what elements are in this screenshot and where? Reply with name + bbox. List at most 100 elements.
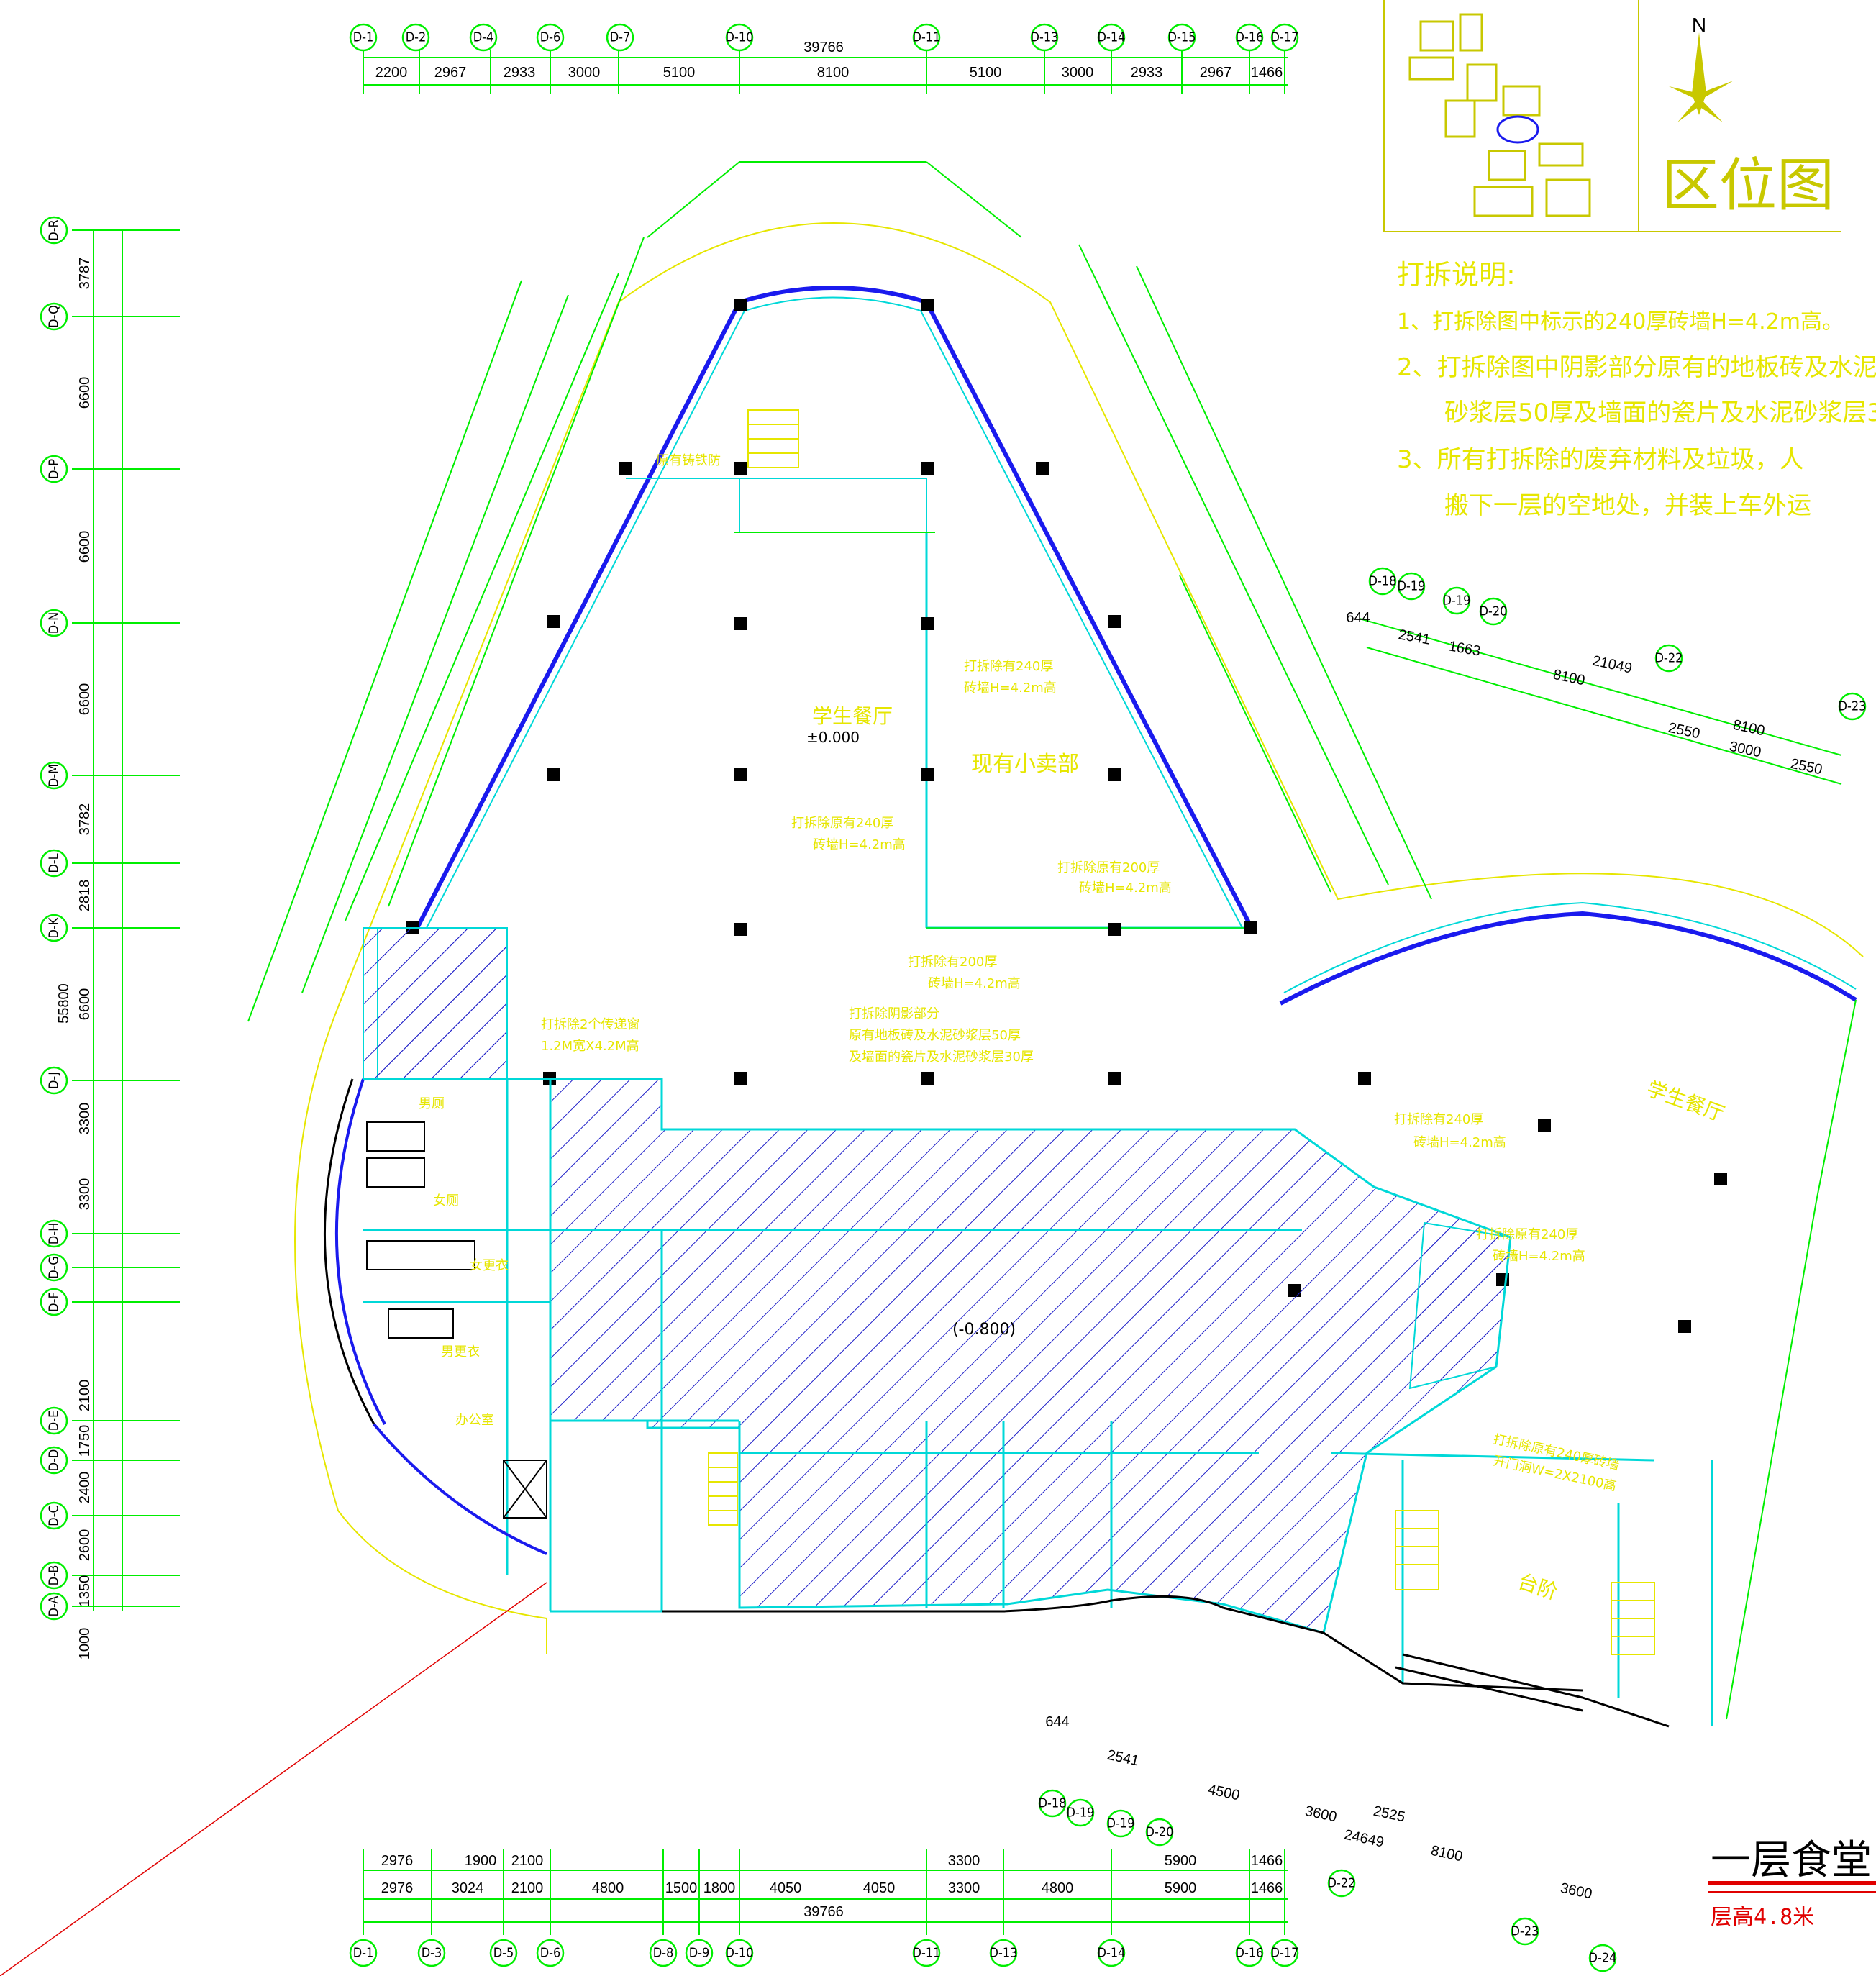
svg-text:D-G: D-G [47, 1256, 62, 1279]
axis-bubble: D-8 [649, 1939, 678, 1967]
svg-text:砖墙H=4.2m高: 砖墙H=4.2m高 [813, 837, 906, 852]
svg-text:3600: 3600 [1559, 1880, 1593, 1903]
axis-bubble: D-10 [726, 1939, 754, 1967]
room-changing-f: 女更衣 [470, 1258, 509, 1273]
svg-text:2600: 2600 [77, 1529, 93, 1562]
svg-text:打拆除有240厚: 打拆除有240厚 [964, 659, 1053, 674]
svg-text:D-23: D-23 [1839, 699, 1867, 714]
column [1108, 1072, 1121, 1085]
north-arrow-icon: N [1669, 14, 1734, 122]
location-map-title: 区位图 [1662, 152, 1834, 219]
svg-text:D-10: D-10 [726, 1946, 754, 1961]
axis-bubble: D-14 [1098, 23, 1125, 52]
svg-text:21049: 21049 [1591, 653, 1634, 677]
floor-height: 层高4.8米 [1711, 1905, 1814, 1930]
top-dim: 2967 [434, 65, 467, 81]
svg-text:D-24: D-24 [1589, 1951, 1617, 1966]
column [921, 462, 934, 475]
svg-text:D-20: D-20 [1146, 1825, 1174, 1840]
svg-text:2976: 2976 [381, 1853, 414, 1869]
column [734, 462, 747, 475]
note-line: 1、打拆除图中标示的240厚砖墙H=4.2m高。 [1397, 309, 1844, 334]
svg-text:D-13: D-13 [990, 1946, 1018, 1961]
svg-text:D-19: D-19 [1067, 1806, 1095, 1821]
bottom-total: 39766 [803, 1904, 844, 1920]
axis-bubble: D-R [40, 216, 68, 245]
left-bottom: 1000 [77, 1628, 93, 1660]
svg-text:4800: 4800 [592, 1880, 624, 1896]
left-total: 55800 [56, 983, 72, 1024]
axis-bubble: D-1 [349, 23, 378, 52]
axis-bubble: D-1 [349, 1939, 378, 1967]
column [1108, 768, 1121, 781]
svg-text:D-22: D-22 [1655, 651, 1683, 666]
axis-bubble: D-11 [913, 1939, 941, 1967]
location-map-panel: N 区位图 [1383, 0, 1841, 232]
axis-bubble: D-M [40, 761, 68, 790]
svg-text:2541: 2541 [1397, 627, 1431, 647]
top-dim: 2967 [1200, 65, 1232, 81]
left-dims: 3787 6600 6600 6600 3782 2818 6600 3300 … [56, 258, 93, 1660]
svg-text:D-1: D-1 [353, 30, 374, 45]
svg-text:D-10: D-10 [726, 30, 754, 45]
axis-bubble: D-Q [40, 302, 68, 331]
column [547, 768, 560, 781]
svg-text:4800: 4800 [1042, 1880, 1074, 1896]
axis-bubble: D-7 [606, 23, 634, 52]
svg-text:打拆除阴影部分: 打拆除阴影部分 [849, 1006, 939, 1021]
svg-text:D-D: D-D [47, 1449, 62, 1472]
svg-text:D-6: D-6 [540, 1946, 561, 1961]
room-steps: 台阶 [1515, 1570, 1560, 1605]
svg-text:6600: 6600 [77, 988, 93, 1021]
top-dim: 1466 [1251, 65, 1283, 81]
column [921, 1072, 934, 1085]
axis-bubble: D-17 [1271, 23, 1298, 52]
axis-bubble: D-11 [913, 23, 940, 52]
svg-text:D-18: D-18 [1369, 574, 1397, 589]
svg-text:D-5: D-5 [493, 1946, 514, 1961]
svg-text:D-11: D-11 [913, 1946, 941, 1961]
svg-text:3782: 3782 [77, 803, 93, 836]
top-dimension-chain [363, 50, 1288, 94]
outer-outline [294, 222, 1864, 1654]
svg-text:D-19: D-19 [1443, 593, 1471, 609]
note-line: 搬下一层的空地处，并装上车外运 [1444, 491, 1811, 520]
room-office: 办公室 [455, 1413, 494, 1428]
svg-text:3024: 3024 [452, 1880, 484, 1896]
right-axis-bubbles: D-18 D-19 D-19 D-20 D-22 D-23 [1369, 567, 1867, 721]
top-total: 39766 [803, 40, 844, 55]
svg-text:D-N: D-N [47, 612, 62, 634]
axis-bubble: D-J [40, 1066, 68, 1095]
svg-text:D-P: D-P [47, 459, 62, 479]
svg-text:24649: 24649 [1343, 1827, 1385, 1851]
axis-bubble: D-F [40, 1288, 68, 1316]
axis-bubble: D-N [40, 609, 68, 637]
axis-bubble: D-5 [489, 1939, 518, 1967]
svg-text:砖墙H=4.2m高: 砖墙H=4.2m高 [1079, 880, 1172, 896]
svg-text:打拆除原有200厚: 打拆除原有200厚 [1057, 860, 1160, 875]
east-dining-wall [1279, 901, 1857, 1720]
column [1678, 1320, 1691, 1333]
svg-text:8100: 8100 [1429, 1843, 1464, 1865]
exterior-bottom-walls [662, 1595, 1670, 1728]
axis-bubble: D-9 [685, 1939, 714, 1967]
room-shop: 现有小卖部 [971, 752, 1079, 777]
axis-bubble: D-4 [469, 23, 498, 52]
axis-bubble: D-22 [1328, 1869, 1355, 1898]
axis-bubble: D-6 [536, 23, 565, 52]
column [1036, 462, 1049, 475]
svg-text:打拆除有240厚: 打拆除有240厚 [1394, 1112, 1483, 1127]
room-toilet-f: 女厕 [433, 1193, 459, 1208]
svg-text:D-E: D-E [47, 1411, 62, 1431]
west-curved-wall [323, 1078, 547, 1555]
svg-text:2100: 2100 [511, 1880, 544, 1896]
svg-text:6600: 6600 [77, 377, 93, 409]
axis-bubble: D-14 [1098, 1939, 1125, 1967]
bottom-right-axis-bubbles: D-18 D-19 D-19 D-20 D-22 D-23 D-24 [1039, 1789, 1617, 1972]
top-dim: 5100 [970, 65, 1002, 81]
svg-text:3300: 3300 [948, 1853, 980, 1869]
svg-text:打拆除原有240厚: 打拆除原有240厚 [1476, 1227, 1578, 1242]
axis-bubble: D-15 [1168, 23, 1196, 52]
campus-map-icon [1408, 13, 1591, 217]
svg-text:2400: 2400 [77, 1472, 93, 1504]
